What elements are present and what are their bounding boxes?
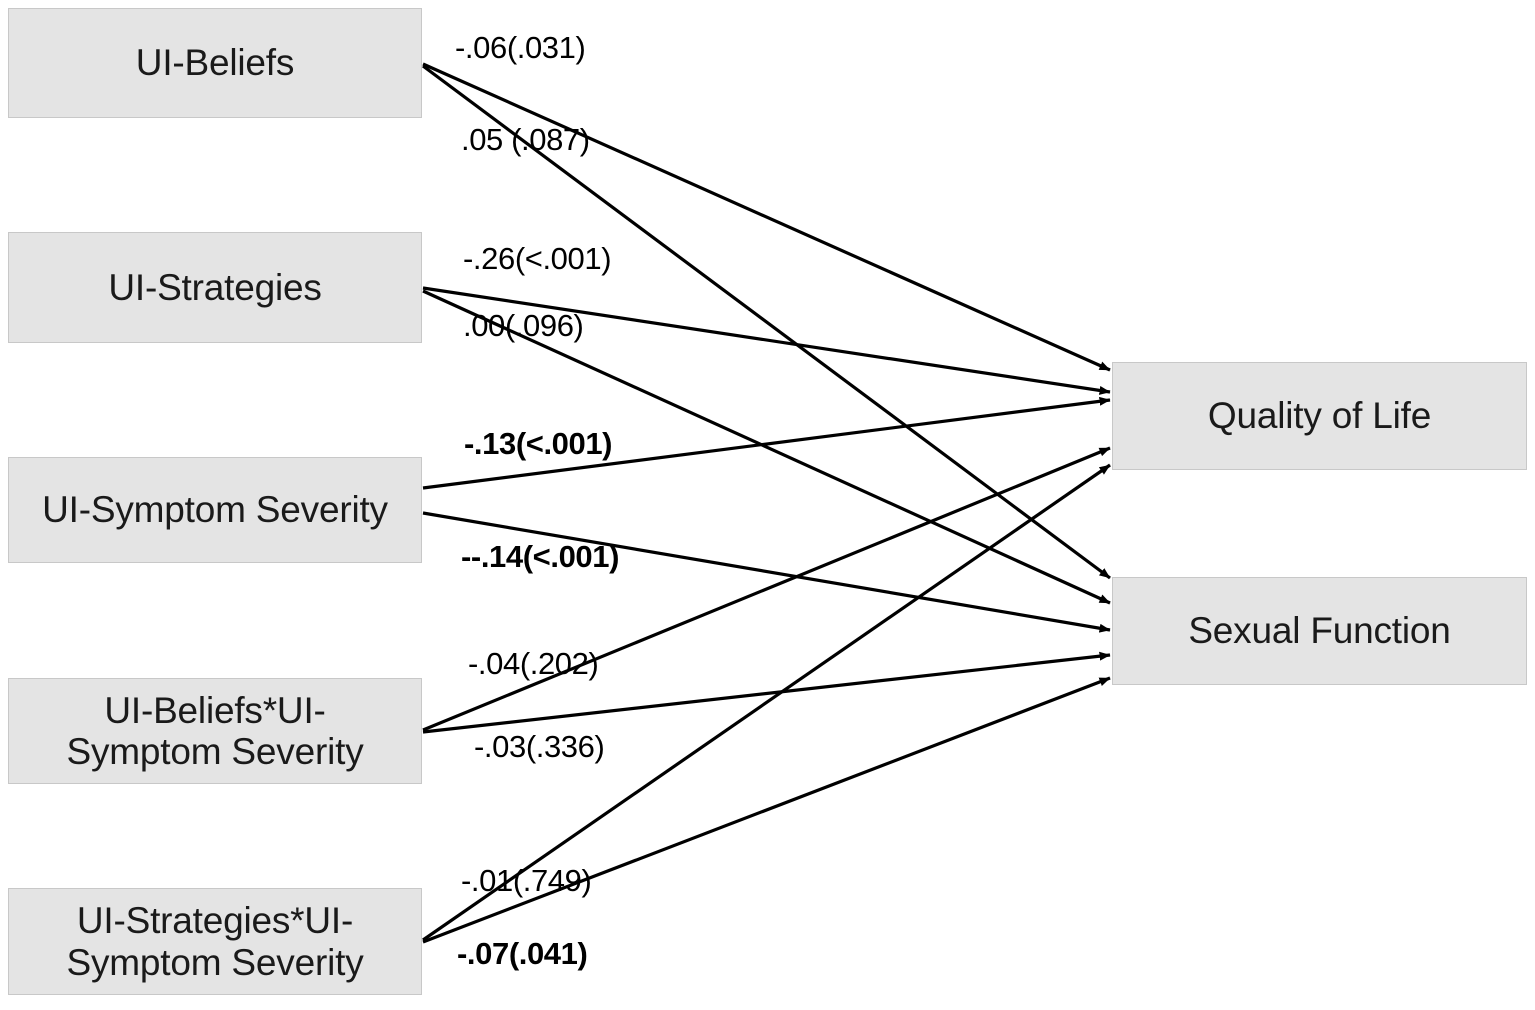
node-quality-of-life[interactable]: Quality of Life bbox=[1112, 362, 1527, 470]
node-ui-beliefs-x-severity[interactable]: UI-Beliefs*UI- Symptom Severity bbox=[8, 678, 422, 784]
edge-label-strategies-to-qol-bold: -.26(<.001 bbox=[463, 241, 602, 276]
node-ui-strategies-x-severity[interactable]: UI-Strategies*UI- Symptom Severity bbox=[8, 888, 422, 995]
path-line-beliefs-to-qol bbox=[422, 62, 1111, 372]
path-line-severity-to-qol bbox=[422, 396, 1111, 490]
path-line-beliefs-to-sf bbox=[422, 64, 1111, 580]
node-ui-beliefs[interactable]: UI-Beliefs bbox=[8, 8, 422, 118]
edge-label-beliefs-interaction-to-sf: -.03(.336) bbox=[474, 729, 605, 764]
edge-label-strategies-to-qol-paren: ) bbox=[601, 241, 612, 276]
node-sexual-function[interactable]: Sexual Function bbox=[1112, 577, 1527, 685]
edge-label-beliefs-to-qol: -.06(.031) bbox=[455, 30, 586, 65]
node-quality-of-life-label: Quality of Life bbox=[1207, 395, 1432, 437]
node-sexual-function-label: Sexual Function bbox=[1188, 610, 1451, 652]
path-line-beliefs-interaction-to-qol bbox=[422, 446, 1111, 732]
edge-label-severity-to-qol: -.13(<.001) bbox=[464, 426, 613, 461]
path-line-strategies-interaction-to-qol bbox=[422, 463, 1111, 942]
node-ui-strategies-x-severity-label: UI-Strategies*UI- Symptom Severity bbox=[66, 900, 364, 983]
edge-label-strategies-to-qol: -.26(<.001) bbox=[463, 241, 612, 276]
edge-label-beliefs-to-qol-bold: -.06(.031 bbox=[455, 30, 576, 65]
path-line-strategies-interaction-to-sf bbox=[422, 676, 1111, 944]
node-ui-strategies[interactable]: UI-Strategies bbox=[8, 232, 422, 343]
node-ui-strategies-label: UI-Strategies bbox=[108, 266, 322, 308]
edge-label-beliefs-interaction-to-qol: -.04(.202) bbox=[468, 646, 599, 681]
path-line-strategies-to-sf bbox=[422, 289, 1111, 605]
edge-label-severity-to-sf: --.14(<.001) bbox=[461, 539, 620, 574]
node-ui-symptom-severity-label: UI-Symptom Severity bbox=[42, 489, 388, 531]
edge-label-strategies-to-sf: .00(.096) bbox=[463, 308, 584, 343]
node-ui-beliefs-label: UI-Beliefs bbox=[135, 42, 295, 84]
edge-label-strategies-interaction-to-sf: -.07(.041) bbox=[457, 936, 588, 971]
edge-label-strategies-interaction-to-qol: -.01(.749) bbox=[461, 863, 592, 898]
path-line-beliefs-interaction-to-sf bbox=[422, 651, 1111, 734]
node-ui-symptom-severity[interactable]: UI-Symptom Severity bbox=[8, 457, 422, 563]
path-line-strategies-to-qol bbox=[422, 286, 1111, 395]
node-ui-beliefs-x-severity-label: UI-Beliefs*UI- Symptom Severity bbox=[66, 689, 364, 772]
edge-label-beliefs-to-sf: .05 (.087) bbox=[461, 122, 590, 157]
edge-label-beliefs-to-qol-paren: ) bbox=[575, 30, 586, 65]
path-line-severity-to-sf bbox=[422, 511, 1111, 633]
